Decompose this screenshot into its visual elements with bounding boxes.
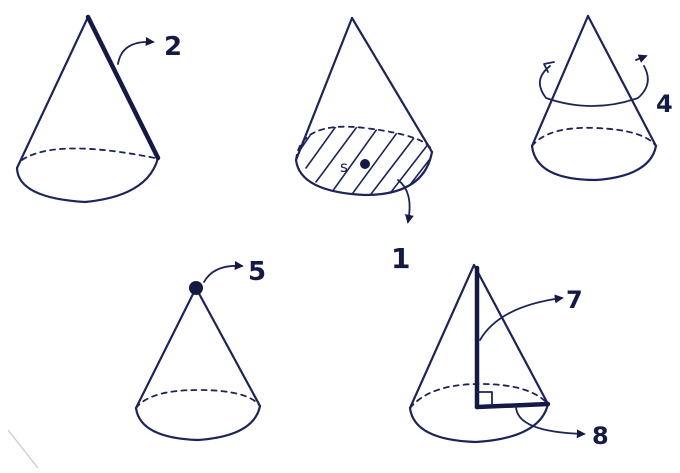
rotation-arrow-left xyxy=(543,61,555,73)
base-front-edge xyxy=(294,150,434,197)
cone-side-right xyxy=(472,263,550,406)
height-label: 7 xyxy=(566,286,583,314)
cone-side-left xyxy=(408,263,476,410)
cone-side-right xyxy=(194,286,262,408)
base-hidden-edge xyxy=(135,389,261,409)
cone-base: s 1 xyxy=(294,16,434,275)
base-hidden-edge xyxy=(409,383,549,409)
base-front-edge xyxy=(134,404,262,442)
base-front-edge xyxy=(408,402,550,444)
apex-label: 5 xyxy=(248,257,266,287)
cone-side-left xyxy=(15,15,90,170)
cone-rotation: 4 xyxy=(530,14,673,182)
center-label: s xyxy=(340,158,348,176)
apex-dot xyxy=(189,281,203,295)
stray-pencil-mark xyxy=(7,429,39,469)
base-pointer-arrow xyxy=(397,179,414,224)
base-front-edge xyxy=(15,156,160,204)
apex-pointer-arrow xyxy=(203,261,244,283)
radius-pointer-arrow xyxy=(515,405,586,439)
radius-line xyxy=(474,401,551,410)
height-pointer-arrow xyxy=(479,294,564,341)
cone-side-left xyxy=(294,16,354,162)
cone-height-radius: 7 8 xyxy=(408,263,609,450)
generatrix-pointer-arrow xyxy=(117,37,155,65)
base-hidden-edge xyxy=(295,125,433,161)
base-label: 1 xyxy=(391,242,410,275)
rotation-label: 4 xyxy=(656,90,673,118)
base-center-dot xyxy=(360,159,370,169)
cone-side-left xyxy=(530,14,590,148)
cone-generatrix: 2 xyxy=(15,14,182,204)
cone-side-right xyxy=(586,14,658,148)
rotation-arrow-right xyxy=(635,54,648,63)
cone-apex: 5 xyxy=(134,257,266,442)
base-hidden-edge xyxy=(531,126,657,147)
generatrix-line xyxy=(85,14,161,161)
right-angle-mark xyxy=(476,391,493,407)
base-hidden-edge xyxy=(21,147,156,161)
base-front-edge xyxy=(530,144,658,182)
cone-side-right xyxy=(350,16,434,154)
rotation-loop xyxy=(539,65,649,107)
generatrix-label: 2 xyxy=(164,32,182,62)
radius-label: 8 xyxy=(592,422,609,450)
cone-side-left xyxy=(134,286,198,410)
